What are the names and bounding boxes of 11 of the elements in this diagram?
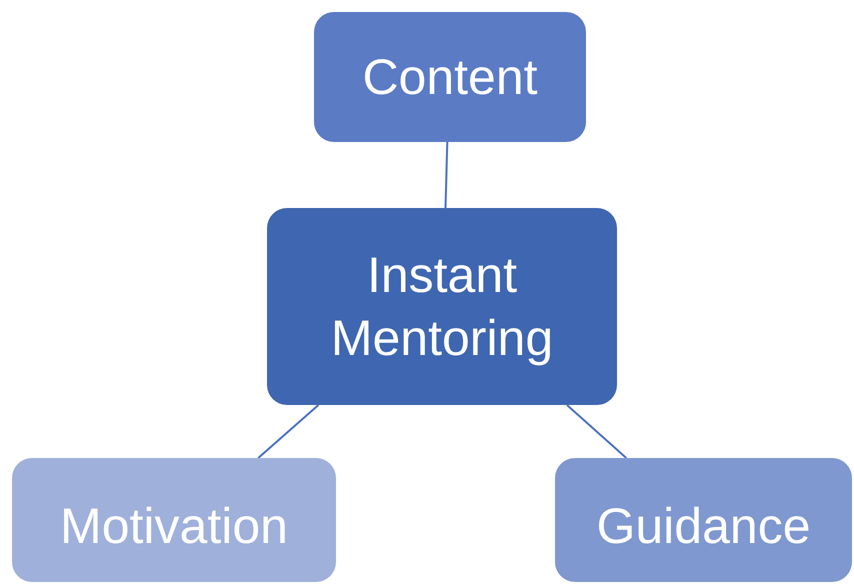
node-label: Content <box>362 48 538 107</box>
node-label: Guidance <box>596 496 811 556</box>
node-label: Motivation <box>60 496 288 556</box>
rounded-box <box>555 458 852 582</box>
connector-line <box>444 142 448 208</box>
node-label: Instant Mentoring <box>330 246 554 368</box>
connector-line <box>258 404 320 459</box>
rounded-box <box>314 12 586 142</box>
connector-line <box>566 404 627 459</box>
rounded-box <box>12 458 336 582</box>
rounded-box <box>267 208 617 405</box>
